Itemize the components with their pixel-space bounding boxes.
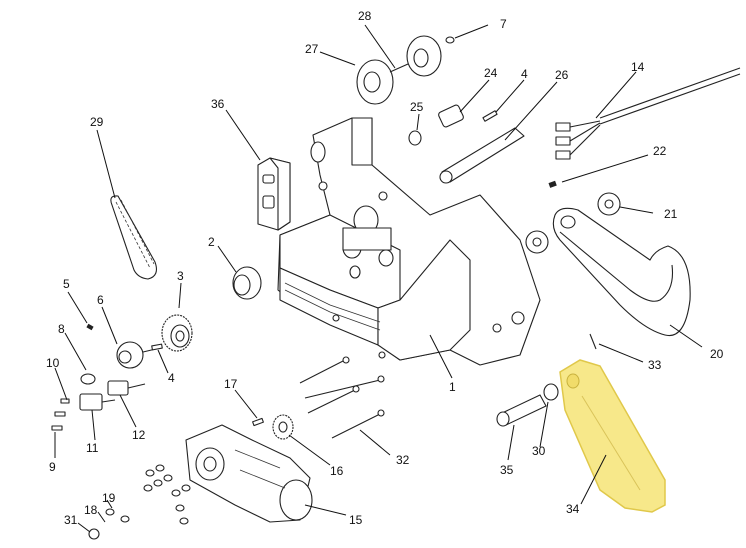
part-2-bushing <box>232 266 262 300</box>
callout-8: 8 <box>58 322 65 336</box>
callout-36: 36 <box>211 97 225 111</box>
callout-34: 34 <box>566 502 580 516</box>
callout-15: 15 <box>349 513 363 527</box>
part-27-28-flanges <box>356 35 455 105</box>
callout-1: 1 <box>449 380 456 394</box>
callout-14: 14 <box>631 60 645 74</box>
part-22-pin <box>548 180 557 188</box>
callout-19: 19 <box>102 491 116 505</box>
callout-30: 30 <box>532 444 546 458</box>
callout-28: 28 <box>358 9 372 23</box>
callout-18: 18 <box>84 503 98 517</box>
callout-32: 32 <box>396 453 410 467</box>
part-1-frame <box>277 117 541 366</box>
part-26-shaft <box>439 127 525 184</box>
callout-24: 24 <box>484 66 498 80</box>
part-6-collar <box>116 341 161 369</box>
small-pins <box>86 110 498 427</box>
part-32-bolts <box>299 356 385 439</box>
callout-20: 20 <box>710 347 724 361</box>
callout-33: 33 <box>648 358 662 372</box>
part-33-pin <box>589 333 597 350</box>
callout-26: 26 <box>555 68 569 82</box>
callout-29: 29 <box>90 115 104 129</box>
callout-labels: 28 7 27 24 4 26 14 25 36 29 22 21 2 3 5 … <box>46 9 724 527</box>
part-14-cable <box>555 67 741 160</box>
part-36-block <box>257 157 291 231</box>
callout-9: 9 <box>49 460 56 474</box>
callout-10: 10 <box>46 356 60 370</box>
callout-31: 31 <box>64 513 78 527</box>
leader-lines <box>54 24 703 533</box>
part-20-hook-arm <box>552 207 691 337</box>
part-24-25-fittings <box>408 104 464 146</box>
callout-4: 4 <box>521 67 528 81</box>
part-3-sprocket <box>161 314 193 352</box>
callout-7: 7 <box>500 17 507 31</box>
callout-12: 12 <box>132 428 146 442</box>
callout-3: 3 <box>177 269 184 283</box>
callout-21: 21 <box>664 207 678 221</box>
callout-16: 16 <box>330 464 344 478</box>
callout-5: 5 <box>63 277 70 291</box>
callout-2: 2 <box>208 235 215 249</box>
callout-17: 17 <box>224 377 238 391</box>
callout-22: 22 <box>653 144 667 158</box>
callout-4b: 4 <box>168 371 175 385</box>
part-16-sprocket <box>272 414 294 440</box>
washers-21-30 <box>525 192 621 401</box>
callout-6: 6 <box>97 293 104 307</box>
callout-25: 25 <box>410 100 424 114</box>
callout-35: 35 <box>500 463 514 477</box>
nuts-washers <box>88 464 191 540</box>
callout-11: 11 <box>86 441 99 455</box>
part-35-pin <box>496 394 547 427</box>
callout-27: 27 <box>305 42 319 56</box>
part-15-gearmotor <box>185 424 313 523</box>
part-8-12-switch-assembly <box>51 373 146 431</box>
part-29-chain <box>110 195 157 280</box>
part-34-highlighted-arm <box>559 359 666 513</box>
